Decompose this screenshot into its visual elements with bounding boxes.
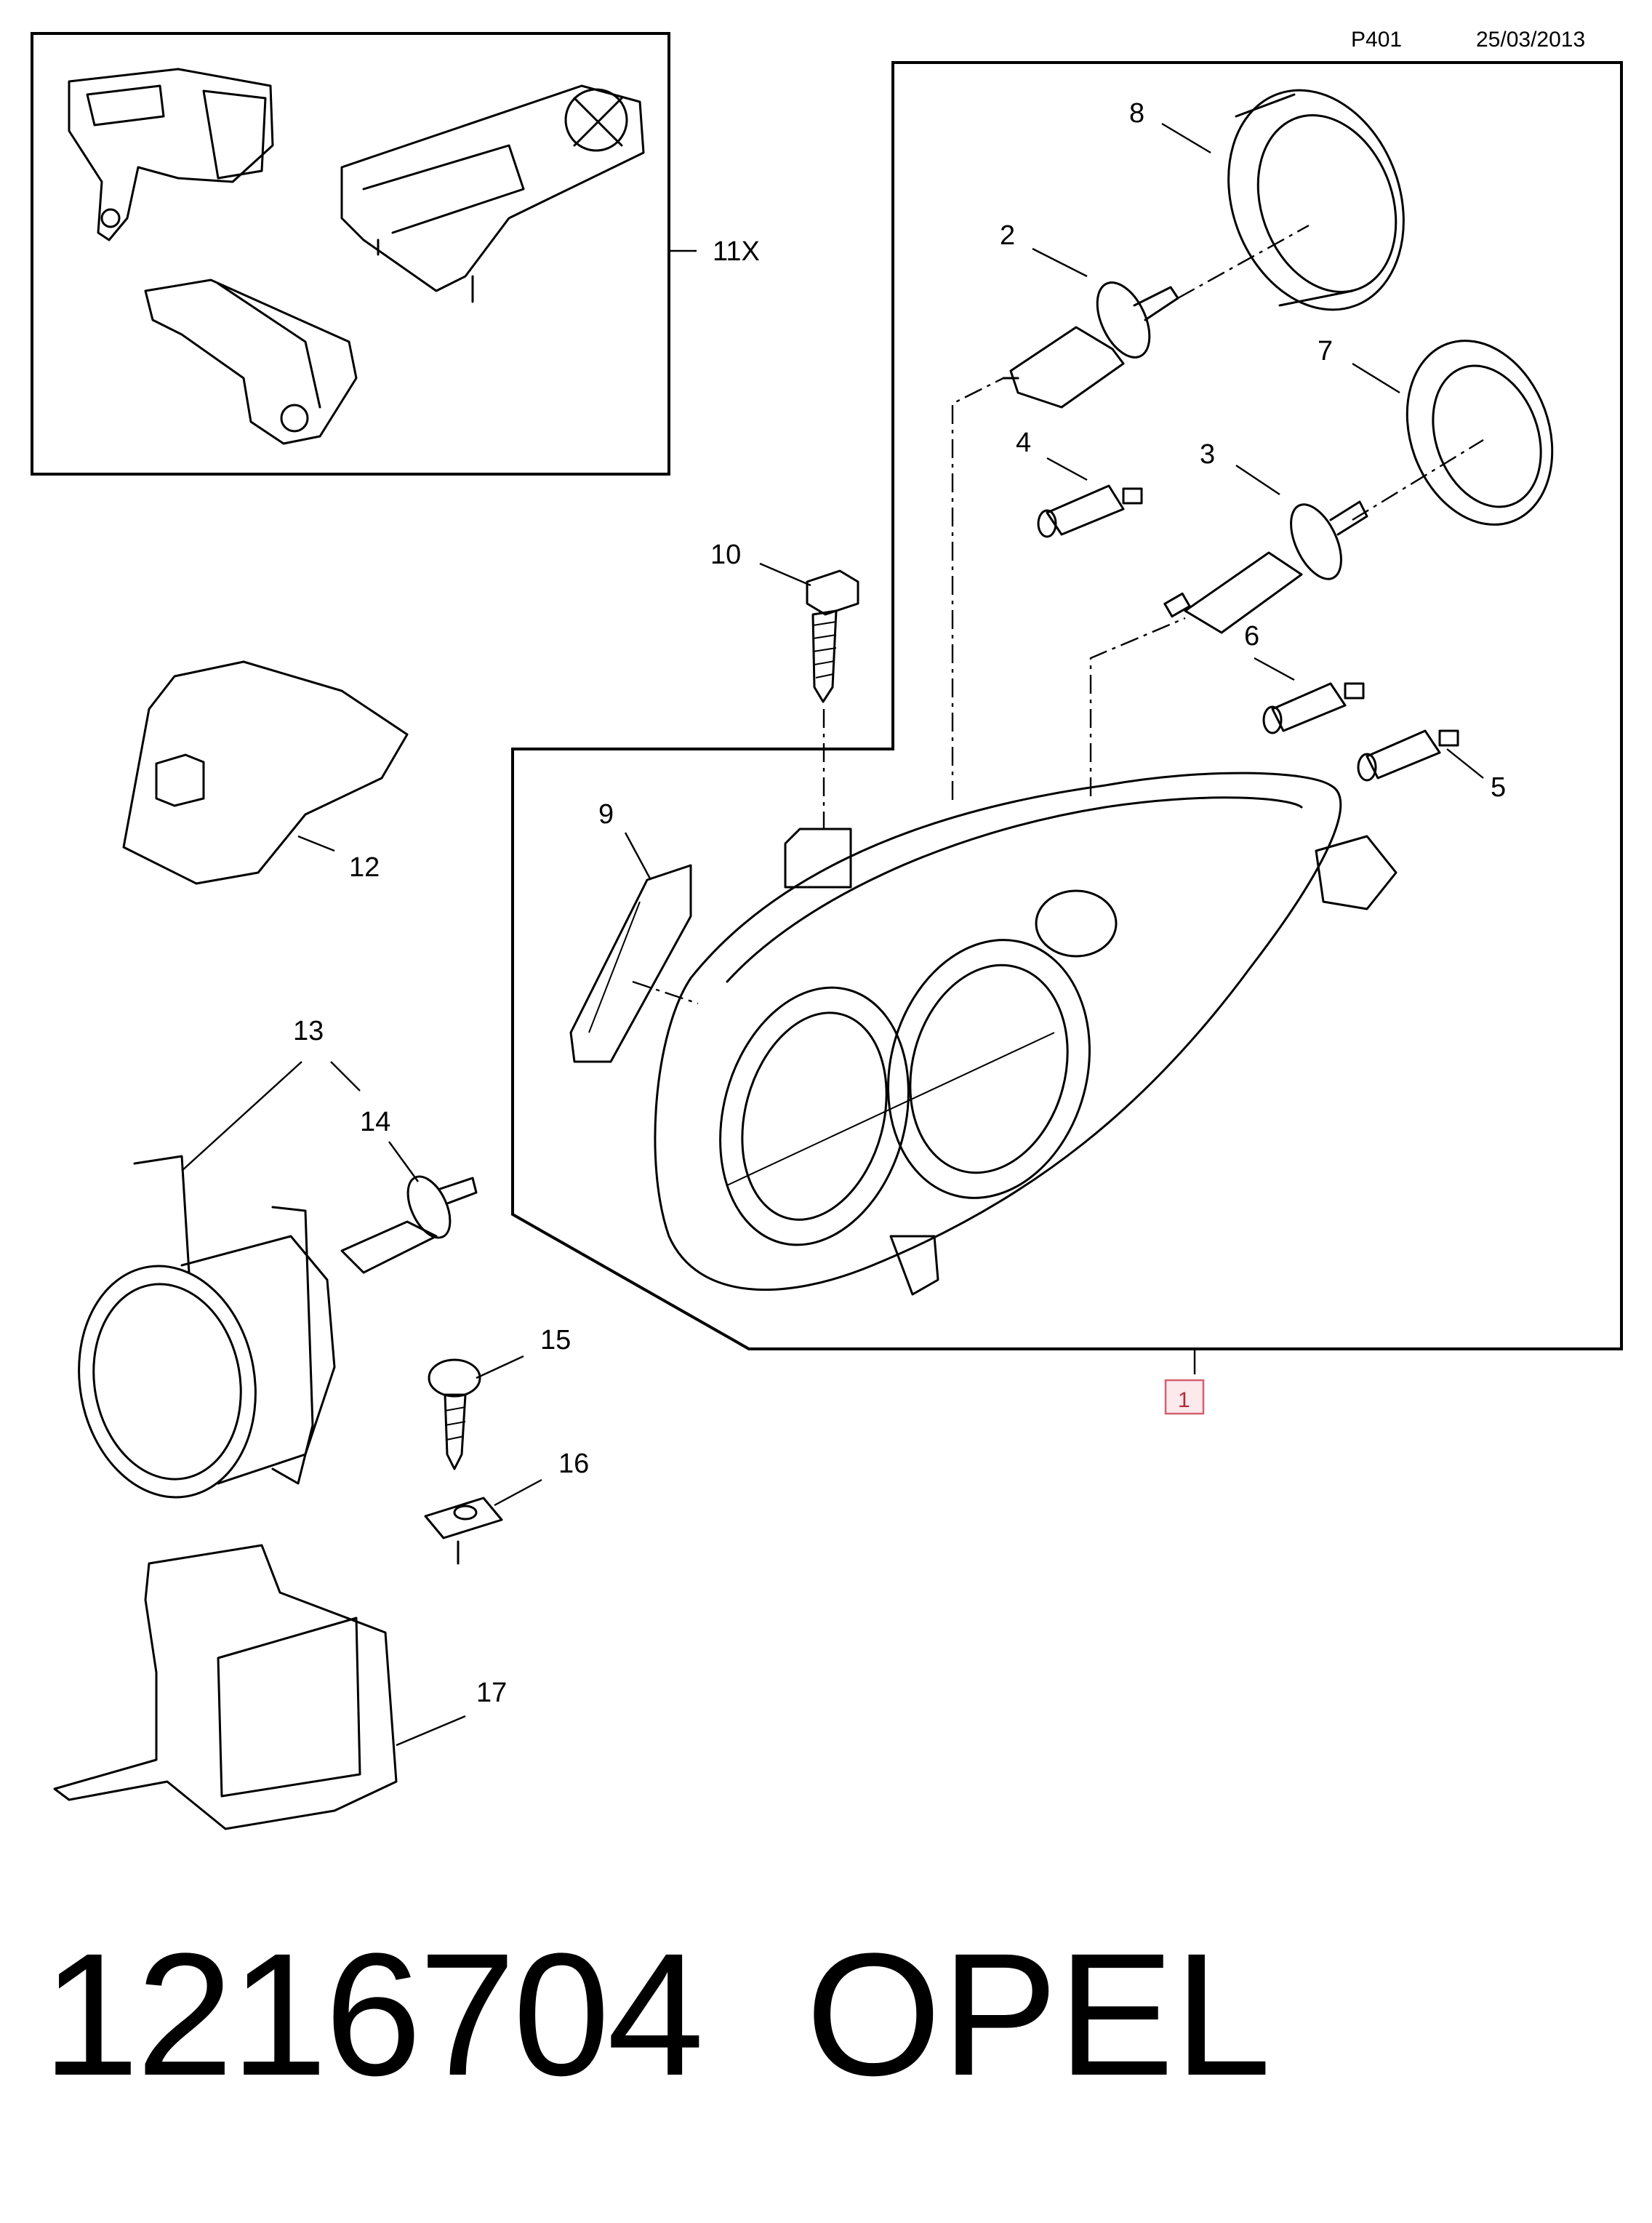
callout-17: 17	[476, 1678, 507, 1708]
highlighted-part-marker	[1164, 1379, 1205, 1415]
fog-lamp-bracket-17	[53, 1544, 398, 1830]
headlamp-bulb-main	[1002, 281, 1179, 409]
screw-15	[428, 1358, 481, 1470]
exploded-parts-diagram: 8 2 7 4 3 10 6 5 9 11X 12 13 14 15 16 17…	[31, 32, 1623, 1830]
callout-9: 9	[598, 799, 614, 830]
callout-12: 12	[349, 852, 380, 883]
mounting-bracket-a	[68, 68, 274, 241]
clip-16	[424, 1497, 503, 1565]
callout-1: 1	[1178, 1388, 1190, 1412]
callout-4: 4	[1016, 428, 1031, 458]
headlamp-bulb-secondary	[1163, 500, 1368, 634]
headlamp-housing	[654, 772, 1398, 1296]
callout-14: 14	[360, 1107, 390, 1137]
side-bulb-5	[1357, 729, 1459, 782]
callout-13: 13	[293, 1016, 324, 1046]
fog-bulb-14	[340, 1175, 478, 1274]
side-bulb-6	[1262, 682, 1365, 734]
brand-name: OPEL	[806, 1917, 1272, 2112]
callout-3: 3	[1200, 439, 1215, 470]
headlamp-assembly-frame	[511, 61, 1623, 1350]
callout-16: 16	[558, 1449, 589, 1479]
diagram-code: P401	[1351, 28, 1403, 52]
cover-12	[122, 660, 409, 885]
callout-10: 10	[710, 540, 741, 570]
callout-5: 5	[1491, 772, 1506, 803]
side-bulb-4	[1037, 484, 1143, 538]
bulb-cover-small	[1406, 340, 1554, 526]
callout-15: 15	[540, 1325, 571, 1355]
callout-8: 8	[1129, 98, 1144, 129]
part-number: 1216704	[42, 1917, 704, 2112]
mounting-bracket-c	[144, 279, 358, 445]
callout-6: 6	[1244, 621, 1259, 652]
diagram-date: 25/03/2013	[1476, 28, 1586, 52]
callout-11x: 11X	[713, 236, 760, 267]
bulb-cover-large	[1227, 89, 1405, 311]
kit-11x-frame	[31, 32, 670, 476]
adjuster-bracket-9	[569, 864, 692, 1063]
callout-7: 7	[1318, 336, 1333, 367]
screw-10	[806, 569, 859, 703]
callout-2: 2	[1000, 220, 1015, 251]
mounting-bracket-b	[340, 84, 645, 303]
fog-lamp-13	[78, 1155, 336, 1499]
